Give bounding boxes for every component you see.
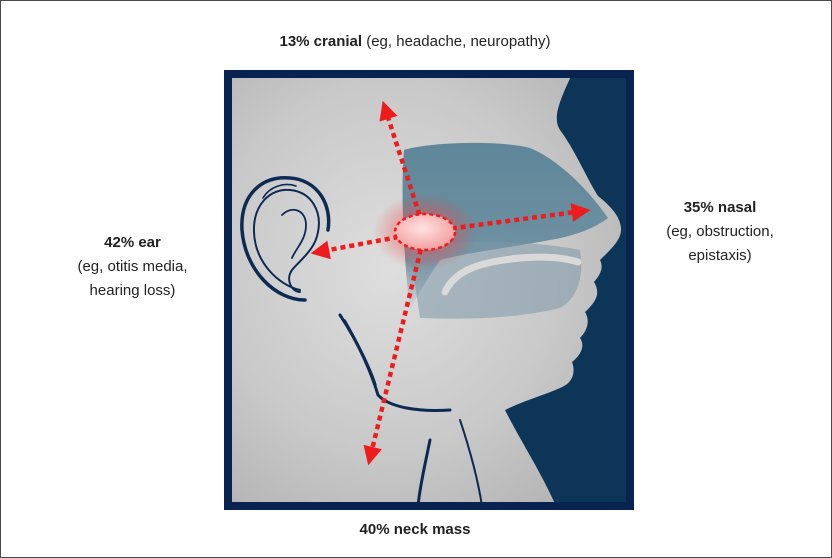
cranial-percent: 13% cranial xyxy=(279,33,362,50)
ear-examples-line2: hearing loss) xyxy=(40,279,225,303)
tumor xyxy=(395,214,455,250)
nasal-label: 35% nasal (eg, obstruction, epistaxis) xyxy=(620,196,820,268)
neck-percent: 40% neck mass xyxy=(360,521,471,538)
ear-percent: 42% ear xyxy=(104,234,161,251)
ear-examples-line1: (eg, otitis media, xyxy=(40,255,225,279)
nasal-percent: 35% nasal xyxy=(684,199,757,216)
cranial-examples: (eg, headache, neuropathy) xyxy=(362,33,550,50)
cranial-label: 13% cranial (eg, headache, neuropathy) xyxy=(150,30,680,54)
nasal-examples-line2: epistaxis) xyxy=(620,244,820,268)
head-illustration xyxy=(224,70,634,510)
ear-label: 42% ear (eg, otitis media, hearing loss) xyxy=(40,231,225,303)
nasal-examples-line1: (eg, obstruction, xyxy=(620,220,820,244)
neck-label: 40% neck mass xyxy=(150,518,680,542)
